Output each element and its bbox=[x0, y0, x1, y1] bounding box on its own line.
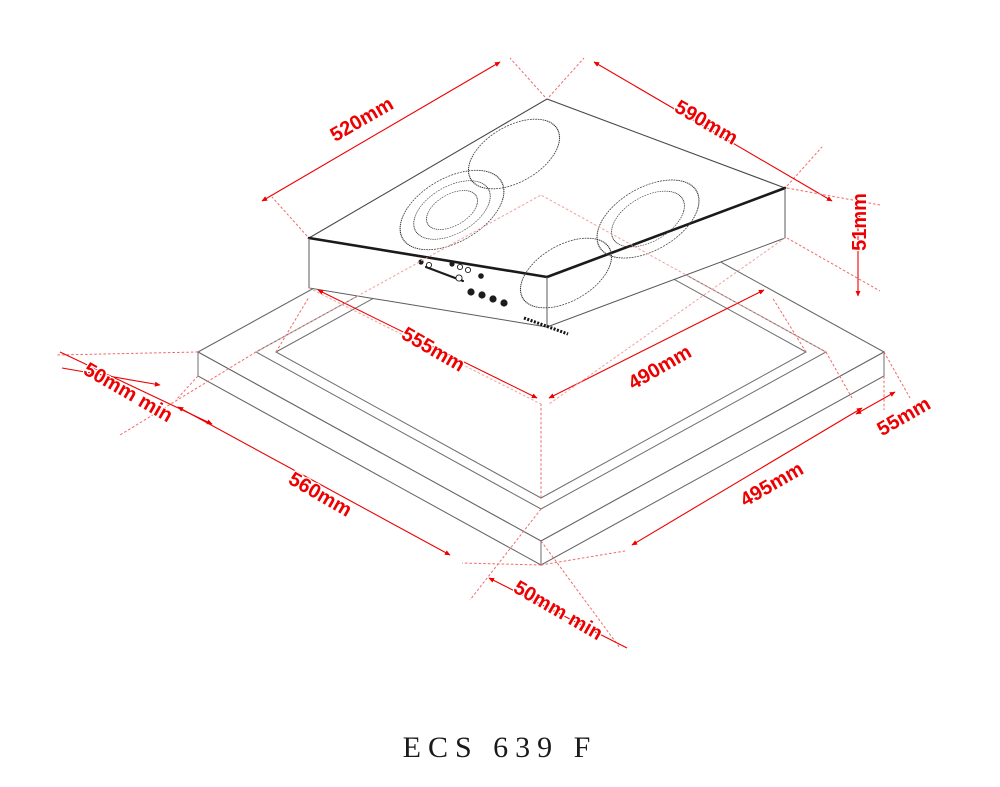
dim-label-worktop-depth: 495mm bbox=[737, 458, 808, 512]
dim-label-worktop-thickness: 55mm bbox=[873, 393, 934, 441]
control-dot-3[interactable] bbox=[449, 261, 455, 267]
dim-label-clearance-left: 50mm min bbox=[80, 359, 177, 428]
dimension-clearance-front bbox=[469, 508, 628, 649]
construction-reference-lines bbox=[255, 194, 827, 405]
dimension-hob-depth bbox=[548, 57, 833, 202]
dimension-worktop-thickness bbox=[825, 351, 911, 415]
dim-label-clearance-front: 50mm min bbox=[510, 577, 607, 646]
dim-label-hob-height: 51mm bbox=[849, 193, 871, 251]
dim-label-hob-depth: 590mm bbox=[671, 96, 742, 150]
control-dot-11[interactable] bbox=[500, 299, 508, 307]
model-name-label: ECS 639 F bbox=[403, 731, 598, 764]
dimension-cutout-depth bbox=[548, 289, 807, 399]
dimension-hob-height bbox=[786, 187, 881, 297]
control-dot-10[interactable] bbox=[489, 295, 497, 303]
dim-label-worktop-width: 560mm bbox=[285, 468, 356, 522]
control-dot-7[interactable] bbox=[478, 273, 484, 279]
dim-label-hob-width: 520mm bbox=[327, 93, 398, 147]
dimension-clearance-left bbox=[55, 351, 257, 436]
control-dot-2[interactable] bbox=[425, 261, 433, 269]
dimension-cutout-width bbox=[275, 289, 542, 498]
dimension-hob-width bbox=[261, 57, 546, 237]
zone-rear-left-middle-ring bbox=[413, 180, 491, 240]
control-dot-9[interactable] bbox=[478, 291, 486, 299]
control-dot-5[interactable] bbox=[464, 266, 472, 274]
hob-front-left-bevel bbox=[307, 236, 549, 279]
hob-front-right-bevel bbox=[545, 186, 787, 279]
control-dot-8[interactable] bbox=[467, 288, 475, 296]
dimension-worktop-width bbox=[175, 375, 542, 566]
control-dot-4[interactable] bbox=[456, 263, 464, 271]
control-dot-6[interactable] bbox=[455, 274, 463, 282]
